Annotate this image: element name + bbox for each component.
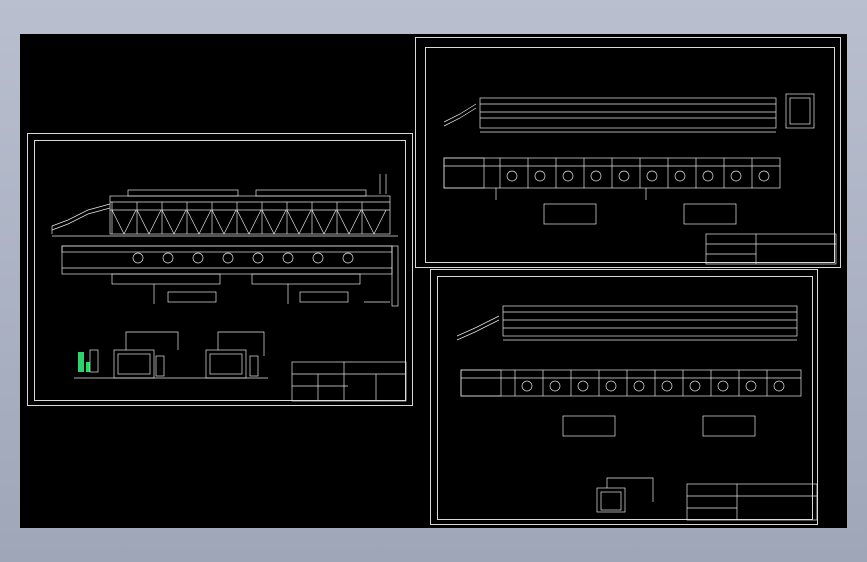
fan-symbol [162, 252, 174, 264]
fan-symbol [618, 170, 630, 182]
truss-member [223, 209, 237, 235]
truss-member [323, 209, 337, 235]
top-right-sheet-drawing [443, 93, 837, 265]
fan-symbol [252, 252, 264, 264]
drawing-sheet-left-frame [34, 140, 406, 401]
fan-symbol [534, 170, 546, 182]
fan-symbol [562, 170, 574, 182]
truss-member [336, 209, 350, 235]
truss-member [211, 209, 225, 235]
truss-member [298, 209, 312, 235]
truss-member [248, 209, 262, 235]
fan-symbol [758, 170, 770, 182]
fan-symbol [702, 170, 714, 182]
fan-symbol [646, 170, 658, 182]
fan-symbol [312, 252, 324, 264]
fan-symbol [773, 380, 785, 392]
truss-member [173, 209, 187, 235]
truss-member [198, 209, 212, 235]
truss-member [136, 209, 150, 235]
truss-member [161, 209, 175, 235]
fan-symbol [282, 252, 294, 264]
fan-symbol [506, 170, 518, 182]
fan-symbol [132, 252, 144, 264]
fan-symbol [689, 380, 701, 392]
fan-symbol [577, 380, 589, 392]
truss-member [348, 209, 362, 235]
truss-member [311, 209, 325, 235]
cad-viewport[interactable] [20, 34, 847, 528]
drawing-sheet-top-right[interactable] [415, 37, 841, 268]
truss-member [361, 209, 375, 235]
drawing-sheet-left[interactable] [27, 133, 413, 406]
fan-symbol [730, 170, 742, 182]
truss-member [186, 209, 200, 235]
fan-symbol [222, 252, 234, 264]
fan-symbol [605, 380, 617, 392]
fan-symbol [549, 380, 561, 392]
fan-symbol [717, 380, 729, 392]
truss-member [373, 209, 387, 235]
operator-figure [78, 349, 99, 373]
truss-member [286, 209, 300, 235]
truss-member [236, 209, 250, 235]
fan-symbol [633, 380, 645, 392]
truss-member [261, 209, 275, 235]
fan-symbol [590, 170, 602, 182]
truss-member [148, 209, 162, 235]
drawing-sheet-bottom-right[interactable] [430, 269, 818, 525]
drawing-sheet-top-right-frame [425, 47, 835, 263]
truss-member [273, 209, 287, 235]
truss-member [123, 209, 137, 235]
left-sheet-drawing [51, 174, 407, 402]
bottom-right-sheet-drawing [456, 305, 818, 521]
drawing-sheet-bottom-right-frame [437, 276, 813, 520]
fan-symbol [521, 380, 533, 392]
fan-symbol [342, 252, 354, 264]
fan-symbol [674, 170, 686, 182]
fan-symbol [661, 380, 673, 392]
truss-member [111, 209, 125, 235]
fan-symbol [745, 380, 757, 392]
fan-symbol [192, 252, 204, 264]
